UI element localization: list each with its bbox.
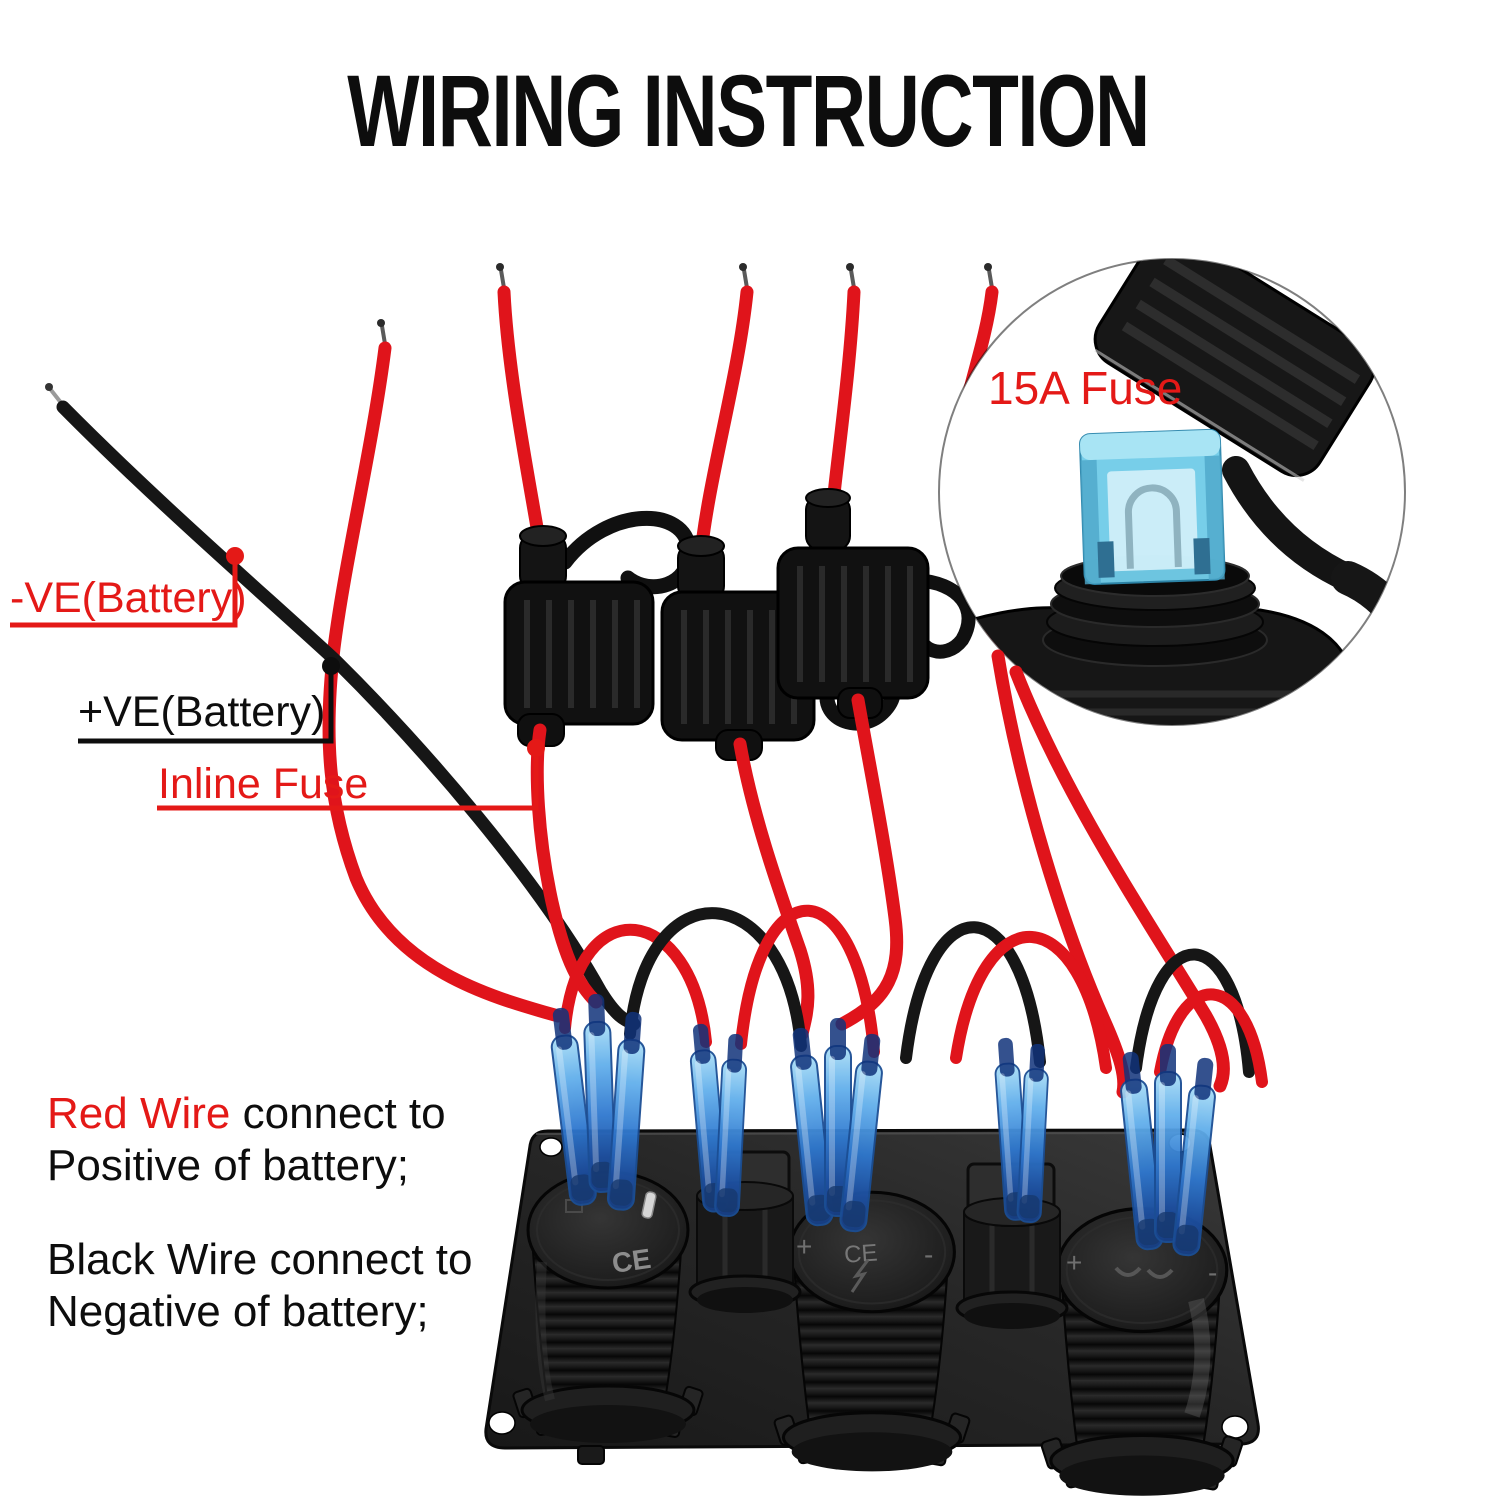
svg-text:Red Wire connect to: Red Wire connect to: [47, 1089, 446, 1138]
inline-fuse-holders: [503, 488, 976, 761]
inset-fuse-rating-label: 15A Fuse: [988, 362, 1182, 414]
arch-red-3: [950, 931, 1112, 1074]
svg-text:+: +: [1066, 1247, 1082, 1278]
leader-inline-fuse-dot: [527, 739, 545, 757]
fuse-lid-hinge: [1222, 456, 1362, 592]
fuse-holder-1: [503, 511, 697, 747]
note-red-wire-line2: Positive of battery;: [47, 1141, 409, 1190]
callout-leaders: [10, 547, 545, 811]
arch-black-2: [900, 921, 1046, 1068]
wire-red-3-lower: [733, 737, 815, 1041]
wire-red-4-upper: [824, 285, 861, 529]
callout-inline-fuse: Inline Fuse: [158, 760, 368, 808]
note-red-wire-rest: connect to: [230, 1089, 445, 1138]
mount-hole-bottom-right: [1221, 1415, 1249, 1439]
leader-inline-fuse: [157, 752, 539, 811]
ce-marking: CE: [610, 1243, 653, 1279]
jumper-wire-arches: [559, 904, 1268, 1088]
right-side-wires: [991, 649, 1230, 1099]
fuse-lid-open: [1093, 259, 1376, 482]
socket-3-markings: + -: [1066, 1247, 1217, 1288]
fuse-holder-3: [776, 488, 976, 719]
fuse-inset: [938, 258, 1406, 726]
leader-positive-dot: [322, 657, 340, 675]
leader-negative-dot: [226, 547, 244, 565]
svg-text:+: +: [796, 1231, 812, 1262]
svg-text:-: -: [1208, 1257, 1217, 1288]
wire-red-3-upper: [693, 285, 754, 569]
leader-negative: [10, 560, 238, 628]
wire-red-2-upper: [497, 285, 547, 552]
wiring-notes: Red Wire connect to Positive of battery;…: [47, 1089, 473, 1336]
wire-red-5-lower: [991, 649, 1131, 1099]
blue-fuse-15a: [1079, 428, 1226, 585]
arch-black-1: [624, 907, 807, 1052]
socket-metal-clip: [641, 1191, 657, 1219]
panel-devices: CE + CE - + -: [510, 1170, 1245, 1498]
wire-red-6-lower: [1009, 665, 1230, 1093]
wire-black-battery: [56, 400, 641, 1031]
leader-positive: [78, 670, 334, 744]
svg-text:-: -: [924, 1239, 933, 1270]
callout-positive-battery: +VE(Battery): [78, 688, 325, 736]
arch-red-2: [735, 904, 880, 1058]
svg-text:CE: CE: [843, 1239, 878, 1268]
note-black-wire-line2: Negative of battery;: [47, 1287, 429, 1336]
fuse-holder-arm: [1331, 561, 1405, 707]
panel-tab-1: [577, 1445, 605, 1465]
mount-hole-top-left: [539, 1137, 563, 1157]
socket-1-markings: CE: [565, 1191, 657, 1279]
wire-red-battery: [322, 341, 565, 1023]
socket-2-markings: + CE -: [796, 1231, 933, 1293]
callout-negative-battery: -VE(Battery): [10, 574, 247, 622]
arch-black-3: [1130, 948, 1255, 1078]
arch-red-4: [1154, 988, 1268, 1088]
note-red-wire-highlight: Red Wire: [47, 1089, 230, 1138]
wire-red-4-lower: [835, 693, 904, 1031]
arch-red-1: [559, 924, 712, 1048]
page-title: WIRING INSTRUCTION: [347, 54, 1149, 168]
note-black-wire-line1: Black Wire connect to: [47, 1235, 473, 1284]
texts: WIRING INSTRUCTION -VE(Battery) +VE(Batt…: [10, 54, 1182, 1336]
mount-hole-bottom-left: [488, 1411, 516, 1435]
